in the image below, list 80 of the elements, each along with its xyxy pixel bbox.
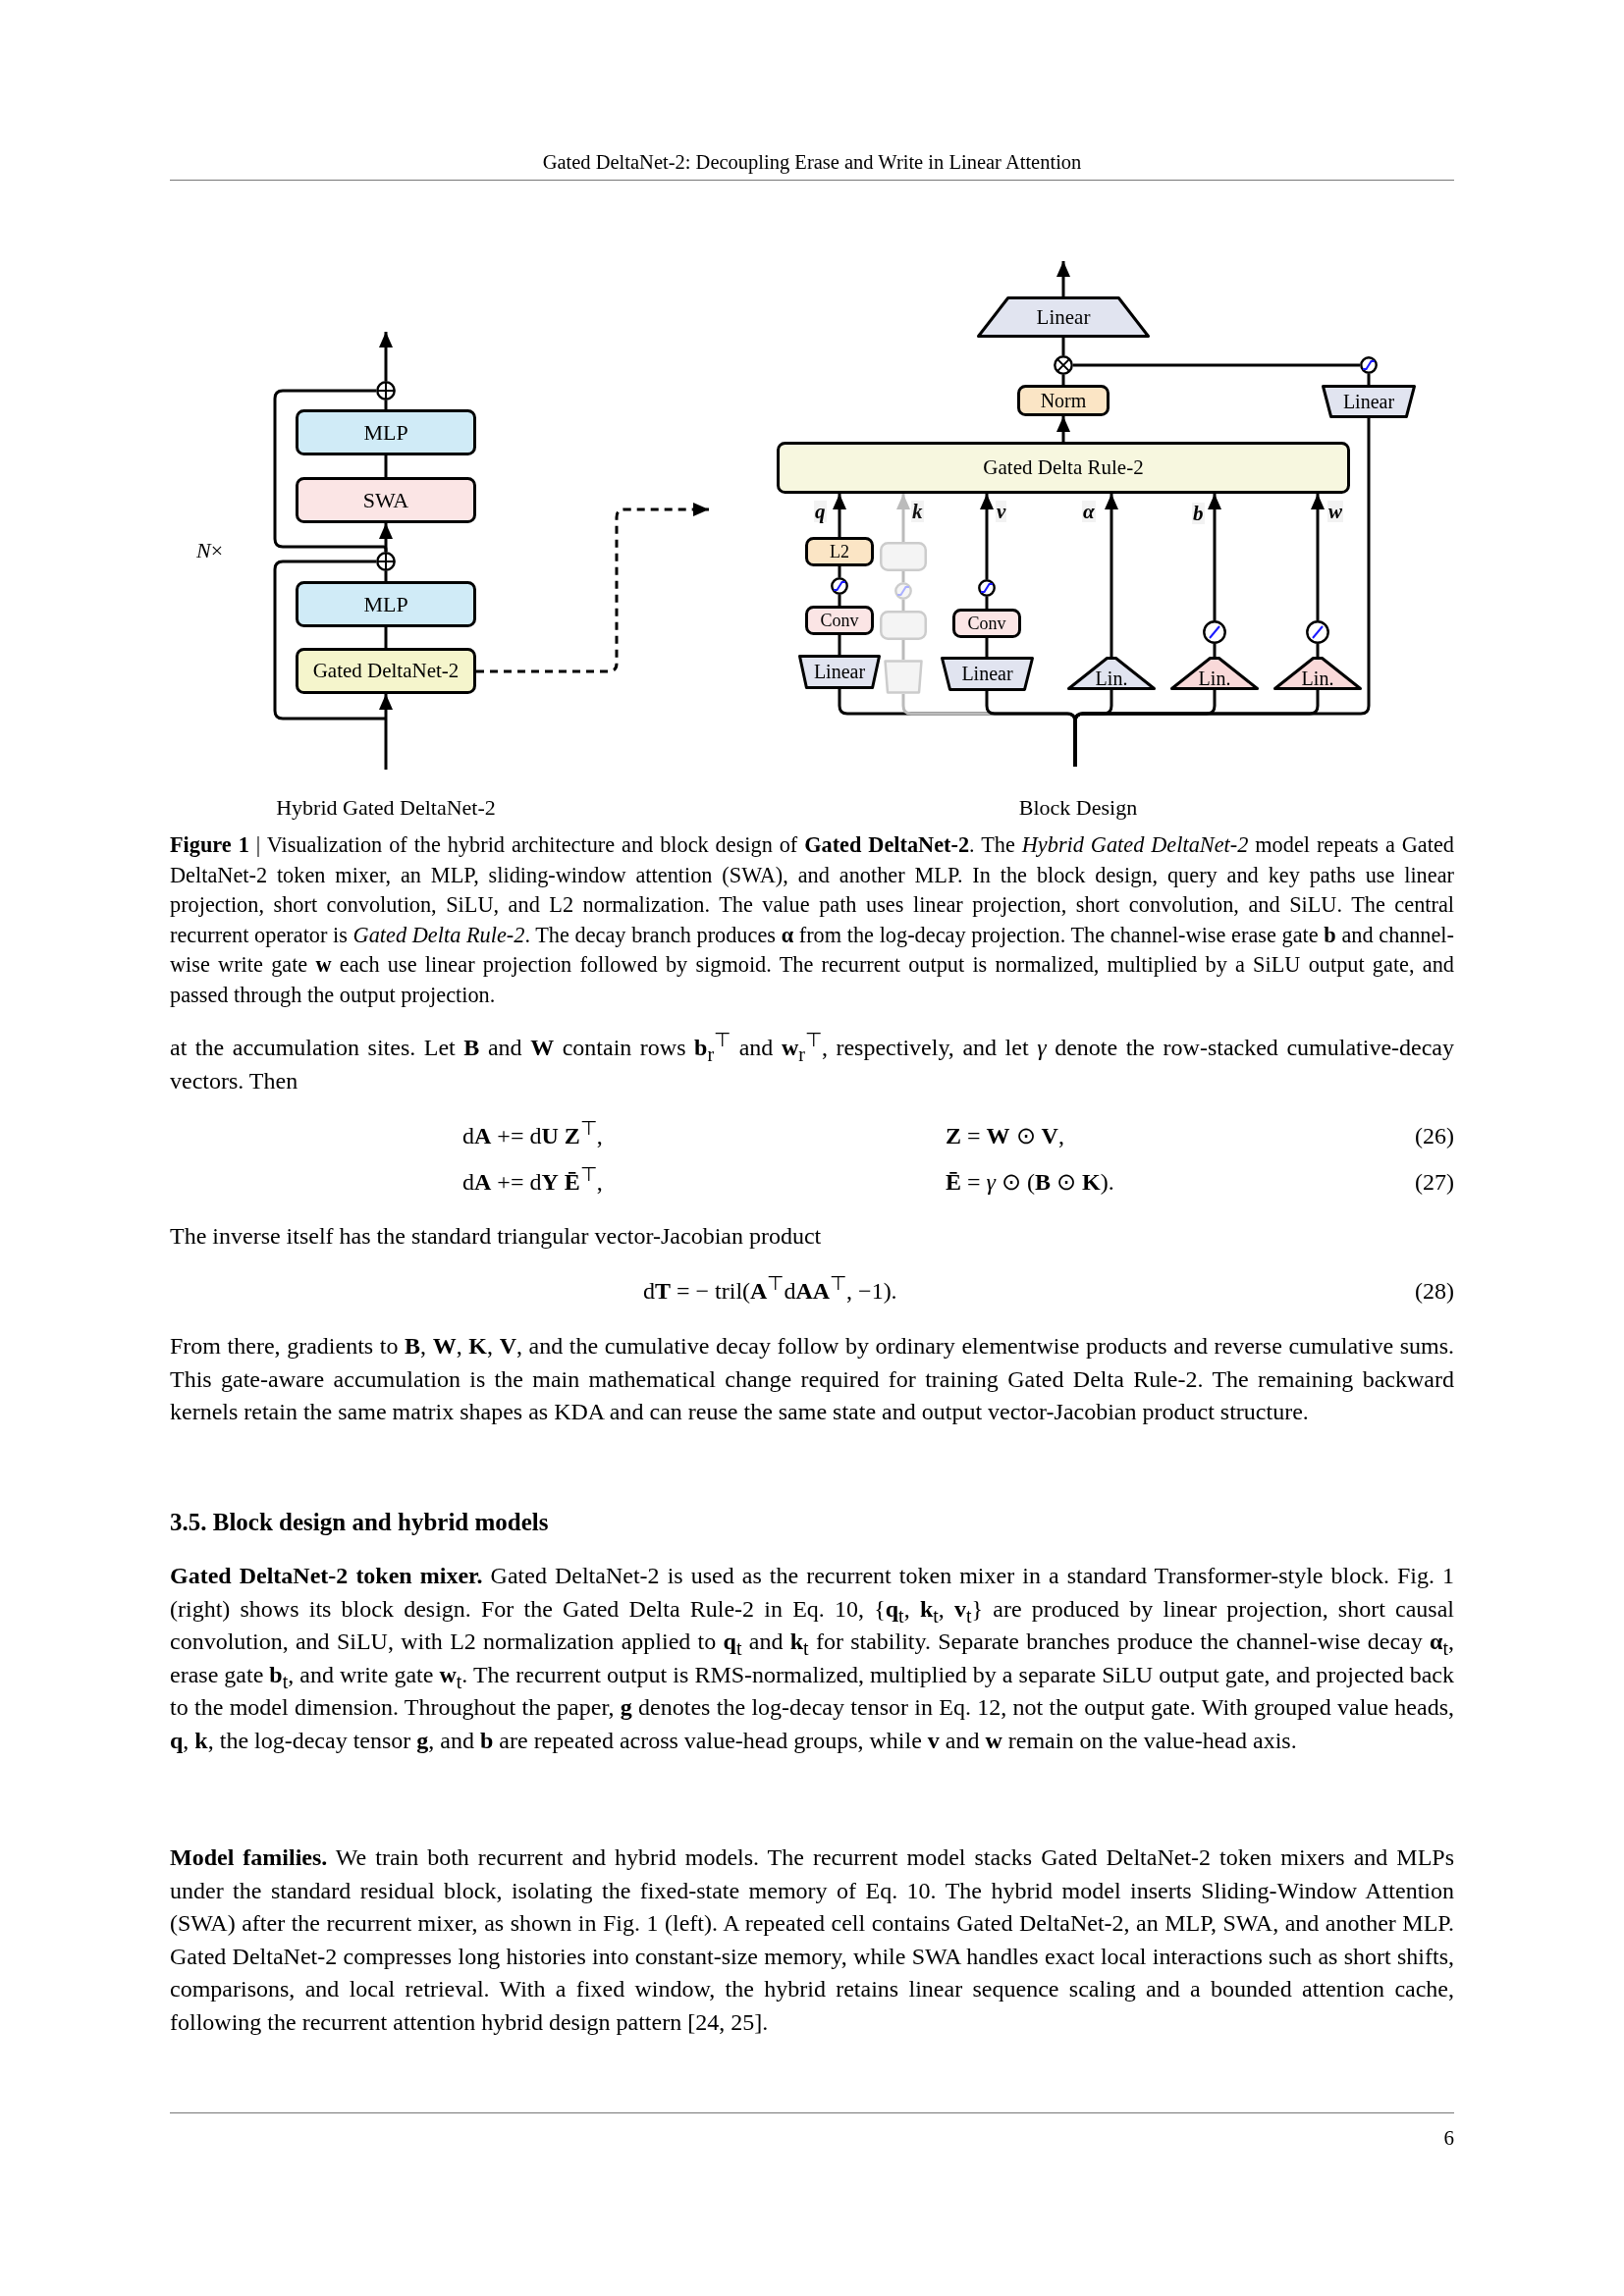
arrow	[379, 694, 393, 770]
connector-line	[1367, 374, 1371, 385]
edge-label: w	[1327, 501, 1343, 522]
faded-box	[880, 611, 927, 640]
connector-line	[838, 595, 841, 606]
edge-label: v	[996, 501, 1007, 522]
arrow	[833, 494, 846, 537]
mixer-box: Gated DeltaNet-2	[296, 648, 476, 694]
equation: dT = − tril(A$^{⊤}$dAA$^{⊤}$, −1).	[643, 1276, 897, 1306]
connector-line	[1061, 338, 1065, 355]
faded-box	[880, 542, 927, 571]
linear-triangle: Lin.	[1273, 657, 1362, 690]
linear-trapezoid: Linear	[941, 657, 1034, 691]
equation-number: (26)	[1414, 1122, 1454, 1150]
connector-line	[384, 455, 388, 477]
equation: Z = W ⊙ V,	[946, 1122, 1064, 1150]
mlp-box: MLP	[296, 581, 476, 627]
repeat-label: N×	[196, 537, 225, 564]
faded-trapezoid	[884, 660, 923, 694]
linear-triangle: Lin.	[1170, 657, 1259, 690]
connector-line	[985, 638, 989, 657]
connector-line	[901, 640, 905, 660]
norm-box: Norm	[1017, 385, 1110, 416]
body-paragraph: The inverse itself has the standard triangular vector-Jacobian product	[170, 1222, 823, 1251]
section-heading: 3.5. Block design and hybrid models	[170, 1508, 549, 1537]
connector-line	[838, 566, 841, 577]
connector-line	[901, 600, 905, 611]
equation: Ē = γ ⊙ (B ⊙ K).	[946, 1168, 1114, 1197]
linear-triangle: Lin.	[1067, 657, 1156, 690]
connector-line	[273, 560, 386, 721]
arrow	[379, 332, 393, 381]
conv-box: Conv	[952, 609, 1021, 638]
sigmoid-circle	[1360, 356, 1378, 374]
attention-box: SWA	[296, 477, 476, 523]
conv-box: Conv	[805, 606, 874, 635]
connector-line	[1316, 644, 1320, 657]
arrow	[1105, 494, 1118, 657]
figure-caption: Figure 1 | Visualization of the hybrid architecture and block design of Gated DeltaNet-2. The Hybrid Gated DeltaNet-2 model repeats a Gated DeltaNet-2 token mixer, an MLP, sliding-window attention (SWA), and another MLP. In the block design, query and key paths use linear projection, short convolution, SiLU, and L2 normalization. The value path uses linear projection, short convolution, and SiLU. The central recurrent operator is Gated Delta Rule-2. The decay branch produces α from the log-decay projection. The channel-wise erase gate b and channel-wise write gate w each use linear projection followed by sigmoid. The recurrent output is normalized, multiplied by a SiLU output gate, and passed through the output projection.	[170, 831, 1454, 1009]
equation-number: (27)	[1414, 1168, 1454, 1197]
arrow	[379, 523, 393, 552]
body-paragraph: From there, gradients to B, W, K, V, and the cumulative decay follow by ordinary elementwise products and reverse cumulative sums. This gate-aware accumulation is the main mathematical change required for training Gated Delta Rule-2. The remaining backward kernels retain the same matrix shapes as KDA and can reuse the same state and output vector-Jacobian product structure.	[170, 1332, 1454, 1426]
linear-trapezoid: Linear	[798, 655, 881, 689]
faded-circle	[894, 582, 912, 600]
connector-line	[1061, 375, 1065, 385]
arrow	[1056, 261, 1070, 296]
linear-trapezoid: Linear	[1322, 385, 1416, 418]
arrow	[896, 494, 910, 542]
running-header: Gated DeltaNet-2: Decoupling Erase and Write in Linear Attention	[541, 150, 1083, 176]
body-paragraph: Gated DeltaNet-2 token mixer. Gated DeltaNet-2 is used as the recurrent token mixer in a standard Transformer-style block. Fig. 1 (right) shows its block design. For the Gated Delta Rule-2 in Eq. 10, {q$_{t}$, k$_{t}$, v$_{t}$} are produced by linear projection, short causal convolution, and SiLU, with L2 normalization applied to q$_{t}$ and k$_{t}$ for stability. Separate branches produce the channel-wise decay α$_{t}$, erase gate b$_{t}$, and write gate w$_{t}$. The recurrent output is RMS-normalized, multiplied by a separate SiLU output gate, and projected back to the model dimension. Throughout the paper, g denotes the log-decay tensor in Eq. 12, not the output gate. With grouped value heads, q, k, the log-decay tensor g, and b are repeated across value-head groups, while v and w remain on the value-head axis.	[170, 1562, 1454, 1755]
arrow	[1311, 494, 1325, 620]
body-paragraph: Model families. We train both recurrent and hybrid models. The recurrent model stacks Gated DeltaNet-2 token mixers and MLPs under the standard residual block, isolating the fixed-state memory of Eq. 10. The hybrid model inserts Sliding-Window Attention (SWA) after the recurrent mixer, as shown in Fig. 1 (left). A repeated cell contains Gated DeltaNet-2, an MLP, SWA, and another MLP. Gated DeltaNet-2 compresses long histories into constant-size memory, while SWA handles exact local interactions such as short shifts, comparisons, and local retrieval. With a fixed window, the hybrid retains linear sequence scaling and a bounded attention cache, following the recurrent attention hybrid design pattern [24, 25].	[170, 1843, 1454, 2037]
sigmoid-circle	[978, 579, 996, 597]
panel-caption: Block Design	[1017, 794, 1139, 822]
connector-line	[1073, 363, 1360, 367]
dashed-arrow	[476, 503, 709, 673]
connector-line	[985, 597, 989, 609]
arrow	[1208, 494, 1221, 620]
edge-label: α	[1082, 501, 1096, 522]
connector-line	[273, 389, 388, 553]
equation: dA += dU Z$^{⊤}$,	[462, 1121, 603, 1150]
sigmoid-circle	[831, 577, 848, 595]
edge-label: k	[911, 501, 924, 522]
connector-line	[384, 571, 388, 581]
equation-number: (28)	[1414, 1277, 1454, 1306]
body-paragraph: at the accumulation sites. Let B and W contain rows b$_{r}$$^{⊤}$ and w$_{r}$$^{⊤}$, respectively, and let γ denote the row-stacked cumulative-decay vectors. Then	[170, 1032, 1454, 1095]
edge-label: q	[814, 501, 827, 522]
equation: dA += dY Ē$^{⊤}$,	[462, 1167, 603, 1197]
norm-box: L2	[805, 537, 874, 566]
page-number: 6	[1442, 2125, 1454, 2152]
connector-line	[384, 627, 388, 648]
edge-label: b	[1192, 503, 1205, 524]
connector-line	[901, 571, 905, 582]
connector-line	[1073, 418, 1371, 767]
connector-line	[838, 635, 841, 655]
mlp-box: MLP	[296, 409, 476, 455]
connector-line	[1213, 644, 1217, 657]
connector-line	[384, 400, 388, 409]
panel-caption: Hybrid Gated DeltaNet-2	[275, 794, 497, 822]
arrow	[980, 494, 994, 579]
arrow	[1056, 416, 1070, 442]
